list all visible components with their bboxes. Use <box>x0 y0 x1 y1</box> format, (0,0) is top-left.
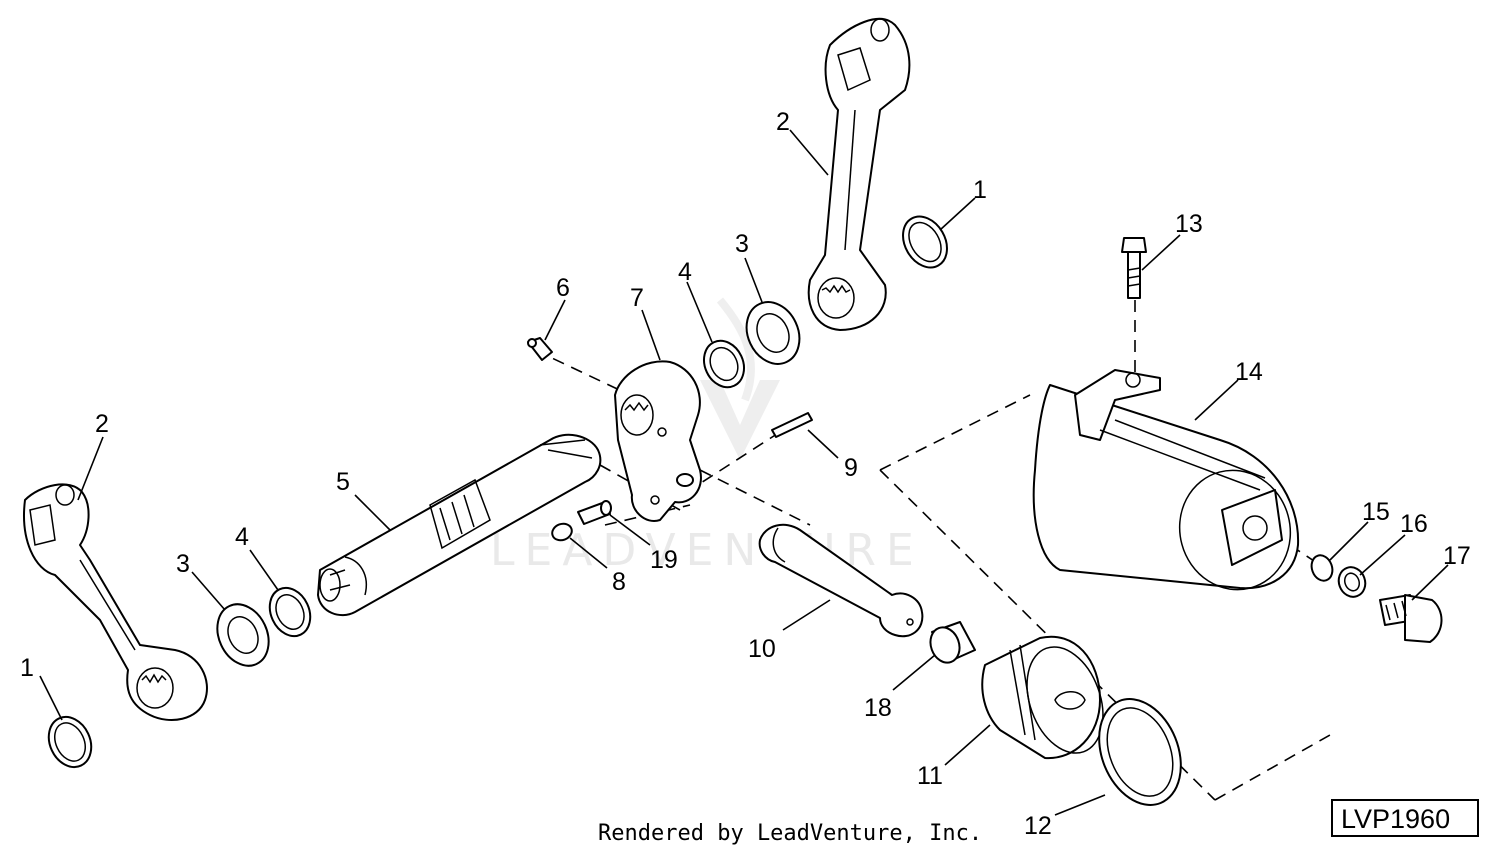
callout-10: 10 <box>748 635 776 663</box>
part-9-roll-pin <box>771 412 813 438</box>
callout-9: 9 <box>844 454 858 482</box>
callout-6: 6 <box>556 274 570 302</box>
part-7-lever <box>614 360 702 522</box>
callout-15: 15 <box>1362 498 1390 526</box>
figure-id-box <box>1331 799 1479 837</box>
part-16-washer <box>1337 566 1367 598</box>
callout-3-lower: 3 <box>176 550 190 578</box>
footer-credit: Rendered by LeadVenture, Inc. <box>598 821 982 846</box>
callout-14: 14 <box>1235 358 1263 386</box>
part-17-plug <box>1379 594 1443 643</box>
callout-12: 12 <box>1024 812 1052 840</box>
part-14-cylinder <box>1032 369 1300 591</box>
callout-4-lower: 4 <box>235 523 249 551</box>
leader-lines <box>39 129 1449 816</box>
part-4-seal-lower <box>268 586 312 638</box>
callout-2-upper: 2 <box>776 108 790 136</box>
callout-1-upper: 1 <box>973 176 987 204</box>
callout-18: 18 <box>864 694 892 722</box>
callout-11: 11 <box>917 762 943 790</box>
callout-5: 5 <box>336 468 350 496</box>
part-3-washer-upper <box>745 301 801 365</box>
callout-1-lower: 1 <box>20 654 34 682</box>
callout-3-upper: 3 <box>735 230 749 258</box>
callout-2-lower: 2 <box>95 410 109 438</box>
callout-19: 19 <box>650 546 678 574</box>
part-13-bolt <box>1121 237 1147 299</box>
part-8-clip <box>551 522 573 542</box>
part-5-shaft <box>317 433 602 617</box>
part-18-bushing <box>929 621 976 664</box>
callout-16: 16 <box>1400 510 1428 538</box>
callout-8: 8 <box>612 568 626 596</box>
callout-4-upper: 4 <box>678 258 692 286</box>
part-2-shift-arm-lower <box>23 483 208 721</box>
callout-17: 17 <box>1443 542 1471 570</box>
callout-labels: 1 1 2 2 3 3 4 4 5 6 7 8 9 10 11 12 13 14… <box>20 108 1471 840</box>
part-2-shift-arm-upper <box>807 17 911 331</box>
part-11-piston <box>981 635 1104 760</box>
part-15-washer <box>1310 554 1334 582</box>
figure-id: LVP1960 <box>1341 804 1450 834</box>
part-10-piston-rod <box>758 523 924 638</box>
part-3-washer-lower <box>216 603 270 667</box>
part-19-pin <box>577 500 612 525</box>
part-12-ring <box>1098 698 1182 806</box>
part-1-snap-ring-lower <box>47 715 93 769</box>
part-6-grease-fitting <box>527 337 553 361</box>
watermark-logo <box>700 297 780 460</box>
callout-13: 13 <box>1175 210 1203 238</box>
part-1-snap-ring-upper <box>902 215 948 269</box>
part-4-seal-upper <box>703 339 745 389</box>
callout-7: 7 <box>630 284 644 312</box>
